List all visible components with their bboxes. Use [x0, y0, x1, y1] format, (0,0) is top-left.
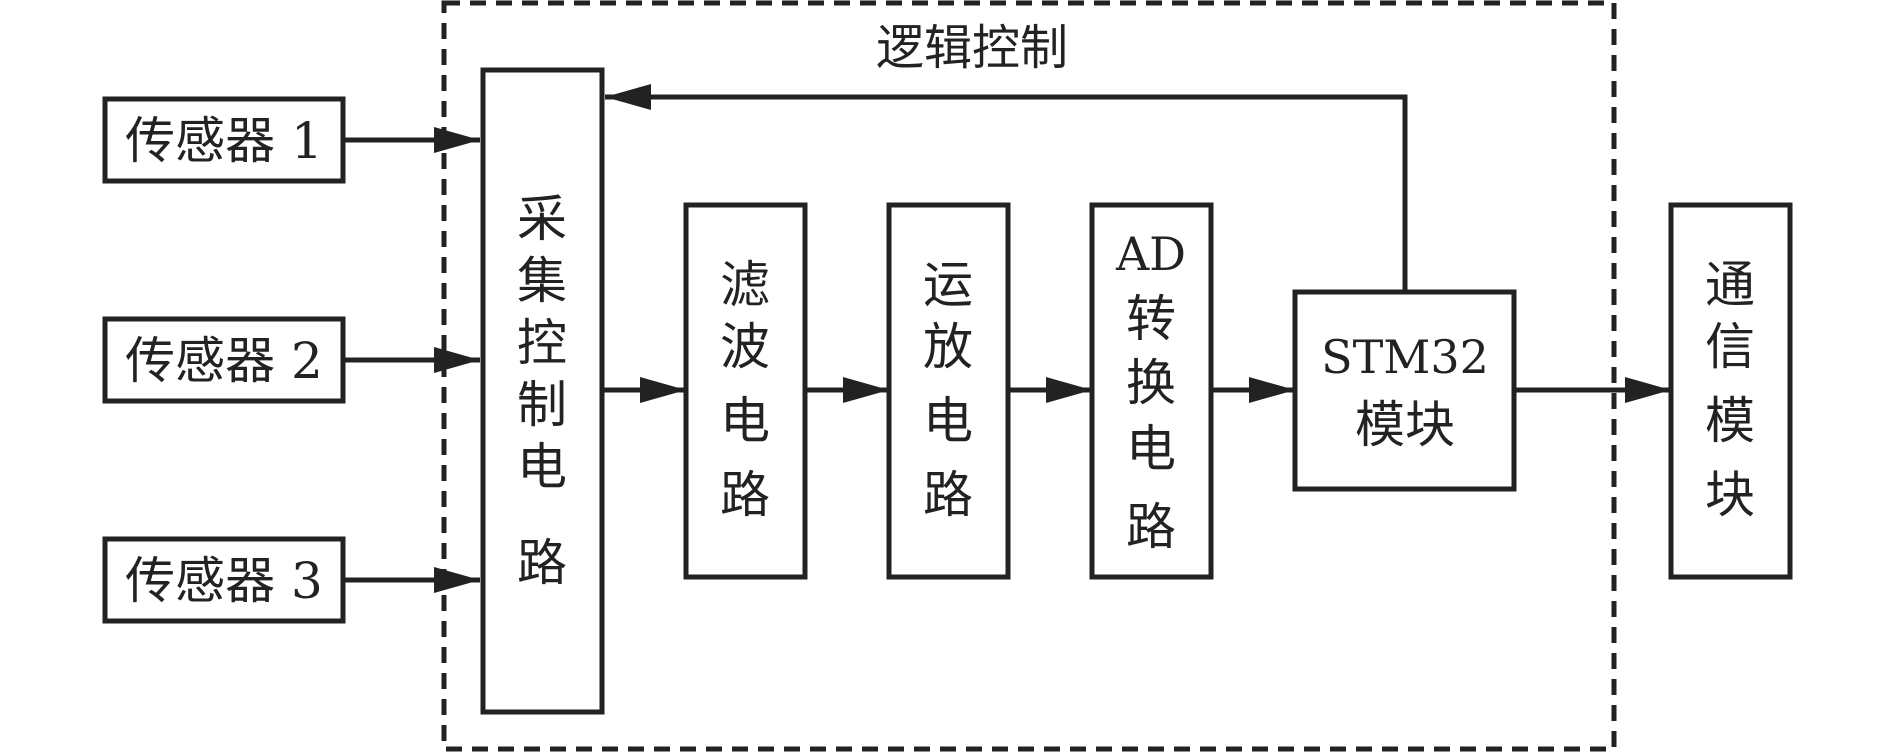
- comm-block: 通 信 模 块: [1668, 202, 1793, 580]
- sensor-2: 传感器 2: [102, 316, 346, 404]
- filter-char-3: 电: [720, 392, 770, 450]
- adc-char-1: AD: [1115, 227, 1186, 281]
- adc-char-4: 电: [1126, 420, 1176, 478]
- acquisition-control-block: 采 集 控 制 电 路: [480, 67, 605, 715]
- amplifier-block: 运 放 电 路: [886, 202, 1011, 580]
- stm32-block: STM32 模块: [1292, 289, 1517, 492]
- comm-char-4: 块: [1705, 466, 1755, 524]
- adc-block: AD 转 换 电 路: [1089, 202, 1214, 580]
- sensor-1-label: 传感器 1: [125, 112, 323, 170]
- comm-char-2: 信: [1705, 318, 1755, 376]
- adc-char-3: 换: [1126, 354, 1176, 412]
- filter-block: 滤 波 电 路: [683, 202, 808, 580]
- logic-control-label: 逻辑控制: [876, 20, 1068, 76]
- filter-char-1: 滤: [720, 256, 770, 314]
- comm-char-3: 模: [1705, 392, 1755, 450]
- sensor-2-label: 传感器 2: [125, 332, 323, 390]
- amplifier-char-4: 路: [923, 466, 973, 524]
- stm32-line-1: STM32: [1321, 330, 1489, 384]
- adc-char-5: 路: [1126, 498, 1176, 556]
- sensor-3: 传感器 3: [102, 536, 346, 624]
- acquisition-char-6: 路: [517, 534, 567, 592]
- amplifier-char-3: 电: [923, 392, 973, 450]
- adc-char-2: 转: [1126, 290, 1176, 348]
- feedback-stm32-to-acquisition: [605, 84, 1408, 292]
- filter-char-2: 波: [720, 318, 770, 376]
- acquisition-char-5: 电: [517, 438, 567, 496]
- acquisition-char-3: 控: [517, 314, 567, 372]
- amplifier-char-1: 运: [923, 256, 973, 314]
- acquisition-char-4: 制: [517, 376, 567, 434]
- sensor-1: 传感器 1: [102, 96, 346, 184]
- comm-char-1: 通: [1705, 256, 1755, 314]
- amplifier-char-2: 放: [923, 318, 973, 376]
- filter-char-4: 路: [720, 466, 770, 524]
- acquisition-char-2: 集: [517, 252, 567, 310]
- stm32-line-2: 模块: [1355, 396, 1455, 454]
- acquisition-char-1: 采: [517, 190, 567, 248]
- sensor-3-label: 传感器 3: [125, 552, 323, 610]
- logic-control-boundary: [441, 0, 1617, 752]
